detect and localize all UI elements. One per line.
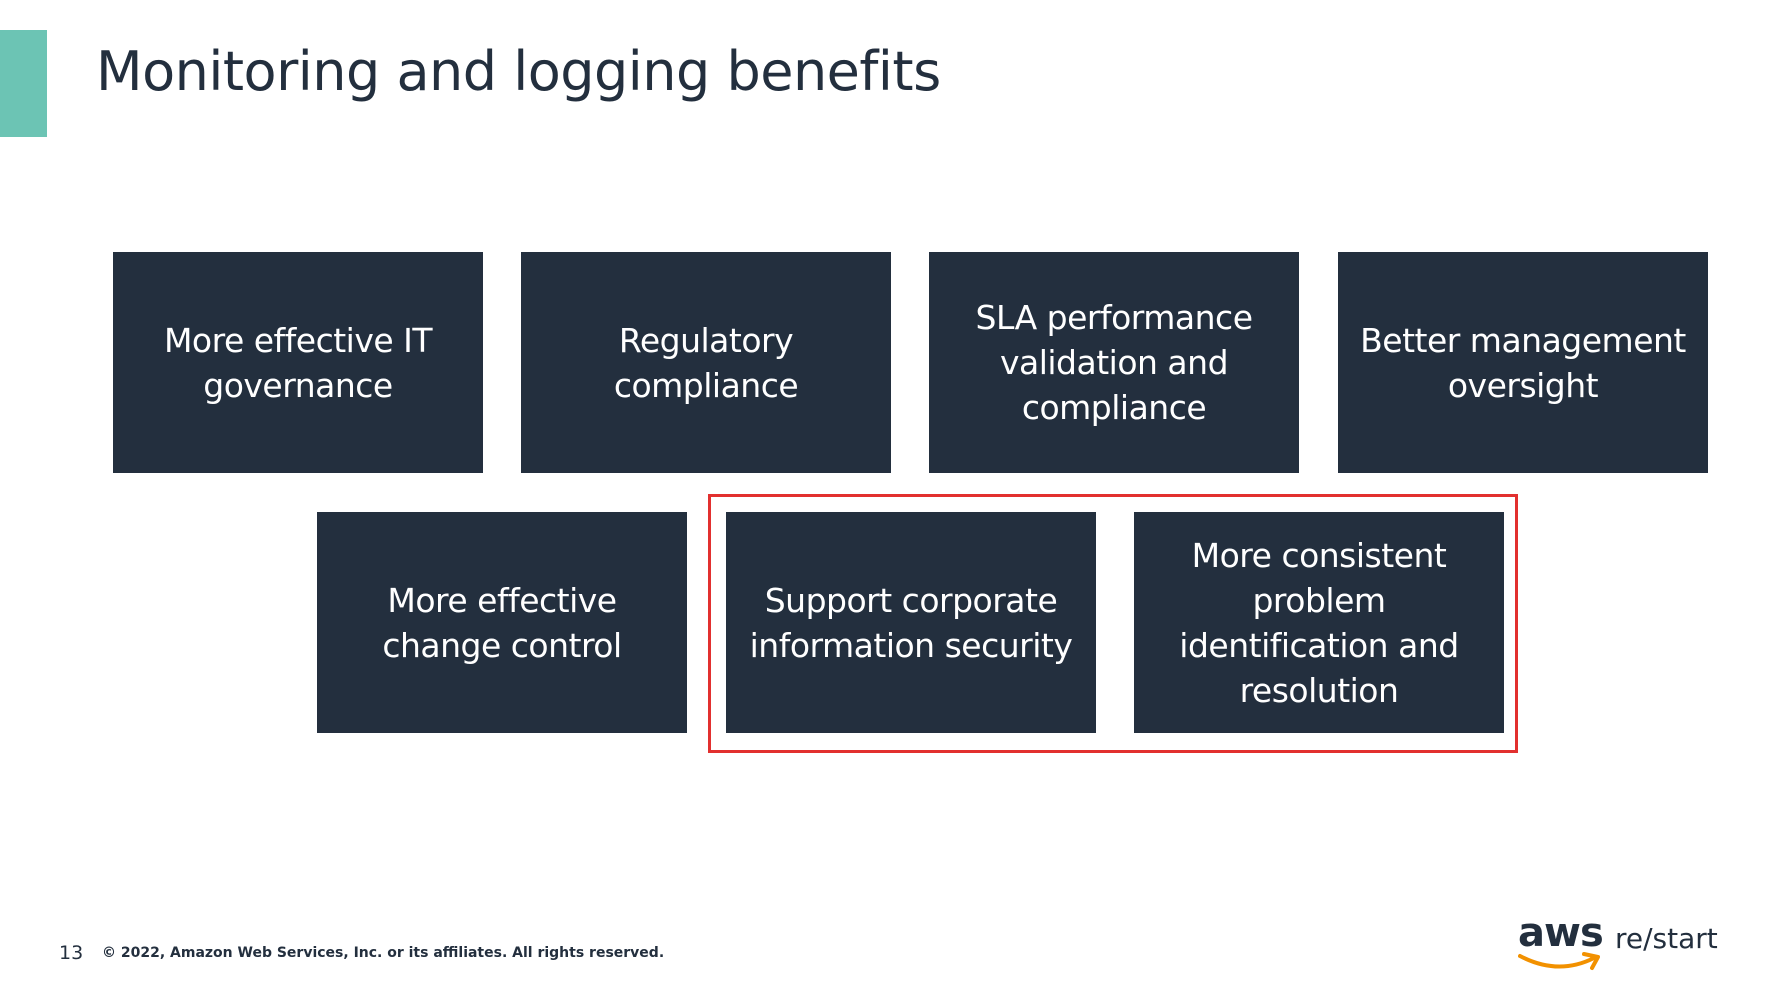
slide-title: Monitoring and logging benefits xyxy=(96,40,941,103)
accent-bar xyxy=(0,30,47,137)
benefit-box-problem-resolution: More consistent problem identification a… xyxy=(1134,512,1504,733)
benefit-label: Support corporate information security xyxy=(749,580,1073,665)
benefit-box-it-governance: More effective IT governance xyxy=(113,252,483,473)
benefit-box-change-control: More effective change control xyxy=(317,512,687,733)
aws-smile-icon xyxy=(1518,952,1600,970)
highlight-frame xyxy=(708,494,1518,753)
benefit-label: More effective change control xyxy=(382,580,622,665)
benefit-box-information-security: Support corporate information security xyxy=(726,512,1096,733)
benefit-box-sla-performance: SLA performance validation and complianc… xyxy=(929,252,1299,473)
benefit-label: SLA performance validation and complianc… xyxy=(975,298,1254,427)
aws-restart-logo: aws re/start xyxy=(1518,910,1718,980)
benefit-label: Better management oversight xyxy=(1360,320,1686,405)
benefit-label: Regulatory compliance xyxy=(613,320,799,405)
benefit-label: More consistent problem identification a… xyxy=(1179,535,1459,710)
benefit-box-regulatory-compliance: Regulatory compliance xyxy=(521,252,891,473)
benefit-box-management-oversight: Better management oversight xyxy=(1338,252,1708,473)
copyright-notice: © 2022, Amazon Web Services, Inc. or its… xyxy=(102,945,665,961)
restart-wordmark: re/start xyxy=(1615,922,1718,955)
benefit-label: More effective IT governance xyxy=(163,320,433,405)
aws-wordmark: aws xyxy=(1518,910,1604,956)
page-number: 13 xyxy=(59,942,84,964)
